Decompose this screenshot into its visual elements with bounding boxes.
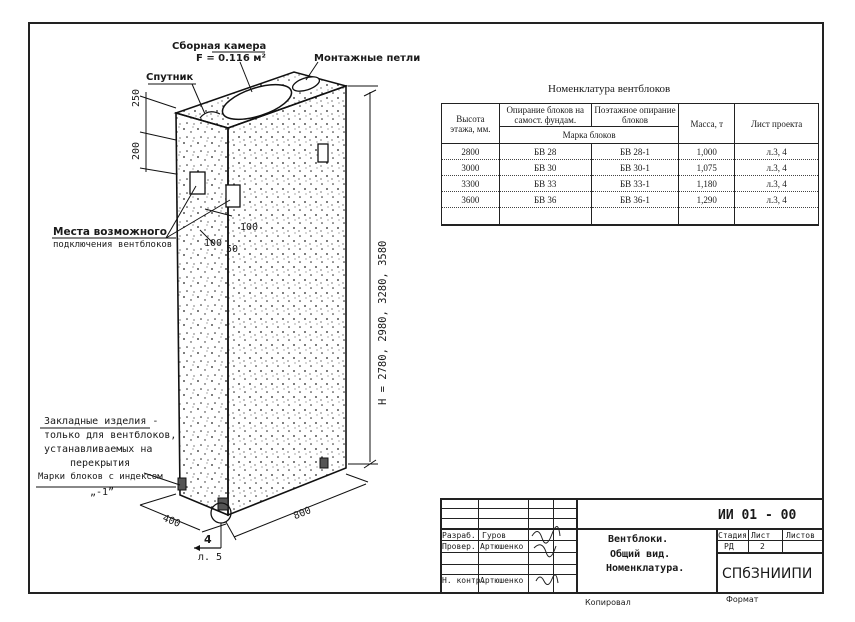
cell-mass: 1,075 xyxy=(678,159,736,176)
sheets-label: Листов xyxy=(786,531,815,540)
sheet-label: Лист xyxy=(751,531,771,540)
cell-brand-self: БВ 30 xyxy=(498,159,592,176)
cell-brand-floor: БВ 33-1 xyxy=(590,175,680,192)
height-dimension: H = 2780, 2980, 3280, 3580 xyxy=(377,240,389,405)
copied-label: Копировал xyxy=(585,598,631,607)
cell-mass: 1,000 xyxy=(678,143,736,160)
marks-line2: „-1” xyxy=(90,487,115,498)
header-sheet: Лист проекта xyxy=(734,103,819,144)
cell-sheet: л.3, 4 xyxy=(734,175,819,192)
signature-marks xyxy=(531,526,561,585)
connection-opening xyxy=(189,171,206,195)
dim-100a: 100 xyxy=(240,222,259,233)
block-right-face xyxy=(227,84,347,517)
header-brand: Марка блоков xyxy=(498,126,680,144)
embedded-line2: только для вентблоков, xyxy=(44,430,177,441)
table-row-empty xyxy=(441,207,819,226)
table-row: 3000 БВ 30 БВ 30-1 1,075 л.3, 4 xyxy=(441,159,819,176)
drawing-frame xyxy=(28,22,824,594)
cell-brand-floor: БВ 30-1 xyxy=(590,159,680,176)
cell-sheet: л.3, 4 xyxy=(734,159,819,176)
header-support-self: Опирание блоков на самост. фундам. xyxy=(498,103,592,127)
doc-name-line2: Общий вид. xyxy=(610,549,671,560)
person-norm-control: Артюшенко xyxy=(480,576,524,585)
role-norm-control: Н. контр. xyxy=(442,576,486,585)
dim-100b: 100 xyxy=(204,238,223,249)
cell-height: 3600 xyxy=(441,191,500,208)
cell-brand-floor: БВ 28-1 xyxy=(590,143,680,160)
stage-value: РД xyxy=(724,542,734,551)
section-ref-number: 4 xyxy=(204,533,212,546)
cell-brand-floor: БВ 36-1 xyxy=(590,191,680,208)
cell-mass: 1,290 xyxy=(678,191,736,208)
doc-name-line3: Номенклатура. xyxy=(606,563,685,574)
cell-height: 3000 xyxy=(441,159,500,176)
marks-line1: Марки блоков с индексом xyxy=(38,472,163,482)
dim-250: 250 xyxy=(131,88,142,107)
title-block: ИИ 01 - 00 Разраб. Гуров Провер. Артюшен… xyxy=(440,498,824,594)
table-row: 2800 БВ 28 БВ 28-1 1,000 л.3, 4 xyxy=(441,143,819,160)
cell-brand-self: БВ 36 xyxy=(498,191,592,208)
cell-height: 2800 xyxy=(441,143,500,160)
connection-places-line1: Места возможного xyxy=(53,226,167,238)
connection-opening xyxy=(317,143,329,163)
doc-name-line1: Вентблоки. xyxy=(608,534,669,545)
cell-mass: 1,180 xyxy=(678,175,736,192)
table-row: 3600 БВ 36 БВ 36-1 1,290 л.3, 4 xyxy=(441,191,819,208)
nomenclature-table: Высота этажа, мм. Опирание блоков на сам… xyxy=(441,103,819,226)
table-row: 3300 БВ 33 БВ 33-1 1,180 л.3, 4 xyxy=(441,175,819,192)
mounting-loops-label: Монтажные петли xyxy=(314,53,421,64)
header-mass: Масса, т xyxy=(678,103,736,144)
embedded-part xyxy=(319,457,329,469)
connection-places-line2: подключения вентблоков xyxy=(53,240,173,250)
dim-50: 50 xyxy=(226,244,239,255)
drawing-code: ИИ 01 - 00 xyxy=(718,508,797,523)
embedded-line4: перекрытия xyxy=(70,458,131,469)
role-checker: Провер. xyxy=(442,542,476,551)
person-developer: Гуров xyxy=(482,531,507,540)
person-checker: Артюшенко xyxy=(480,542,524,551)
organization-name: СПбЗНИИПИ xyxy=(722,566,813,582)
embedded-line1: Закладные изделия - xyxy=(44,416,159,427)
satellite-label: Спутник xyxy=(146,72,194,83)
cell-sheet: л.3, 4 xyxy=(734,191,819,208)
embedded-part xyxy=(177,477,187,491)
format-label: Формат xyxy=(726,595,759,604)
cell-height: 3300 xyxy=(441,175,500,192)
cell-brand-self: БВ 28 xyxy=(498,143,592,160)
header-support-floor: Поэтажное опирание блоков xyxy=(590,103,680,127)
role-developer: Разраб. xyxy=(442,531,476,540)
stage-label: Стадия xyxy=(718,531,747,540)
nomenclature-title: Номенклатура вентблоков xyxy=(548,83,671,95)
cell-brand-self: БВ 33 xyxy=(498,175,592,192)
assembly-chamber-label: Сборная камера xyxy=(172,41,267,52)
cell-sheet: л.3, 4 xyxy=(734,143,819,160)
sheet-value: 2 xyxy=(760,542,765,551)
embedded-line3: устанавливаемых на xyxy=(44,444,153,455)
connection-opening xyxy=(225,184,241,208)
area-label: F = 0.116 м² xyxy=(196,53,266,64)
dim-200: 200 xyxy=(131,141,142,160)
section-ref-sheet: л. 5 xyxy=(198,552,223,563)
header-height: Высота этажа, мм. xyxy=(441,103,500,144)
